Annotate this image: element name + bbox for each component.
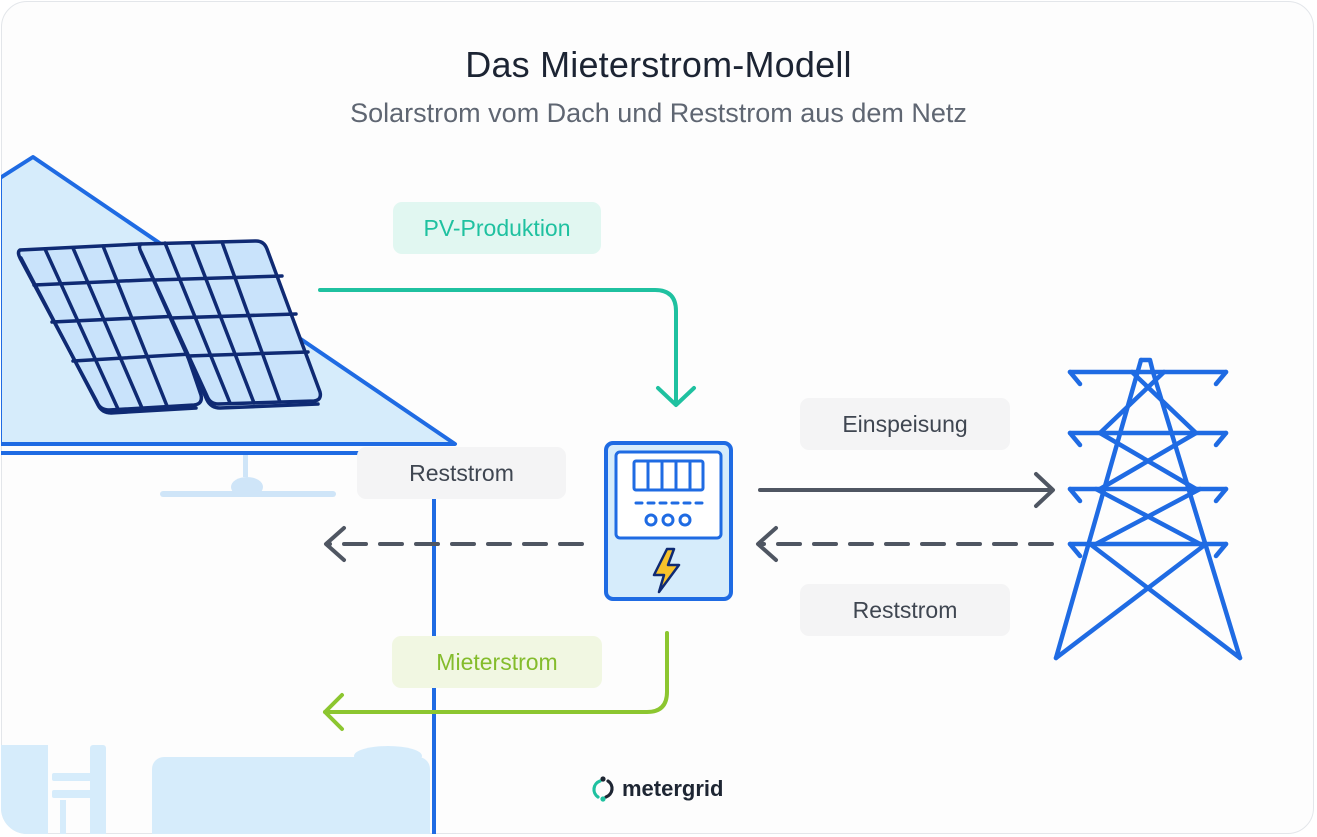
residual-flow-right-arrow bbox=[756, 526, 1054, 562]
residual-right-label: Reststrom bbox=[800, 584, 1010, 636]
lightning-icon bbox=[652, 547, 681, 594]
power-pylon-icon bbox=[1053, 357, 1243, 661]
residual-left-label: Reststrom bbox=[357, 447, 566, 499]
pv-production-label: PV-Produktion bbox=[393, 202, 601, 254]
solar-panel-icon bbox=[16, 239, 323, 415]
furniture-icon bbox=[1, 745, 430, 834]
ceiling-fan-icon bbox=[160, 455, 336, 497]
diagram-subtitle: Solarstrom vom Dach und Reststrom aus de… bbox=[350, 98, 967, 128]
pv-flow-arrow bbox=[318, 288, 696, 407]
tenant-flow-arrow bbox=[323, 631, 669, 731]
metergrid-logo-icon bbox=[592, 776, 614, 802]
tenant-power-label: Mieterstrom bbox=[392, 636, 602, 688]
feed-in-label: Einspeisung bbox=[800, 398, 1010, 450]
residual-flow-left-arrow bbox=[324, 526, 584, 562]
electricity-meter-icon bbox=[604, 441, 733, 601]
feed-in-arrow bbox=[758, 472, 1055, 508]
metergrid-logo-text: metergrid bbox=[622, 776, 724, 801]
metergrid-logo: metergrid bbox=[591, 774, 723, 804]
diagram-title: Das Mieterstrom-Modell bbox=[465, 44, 852, 85]
